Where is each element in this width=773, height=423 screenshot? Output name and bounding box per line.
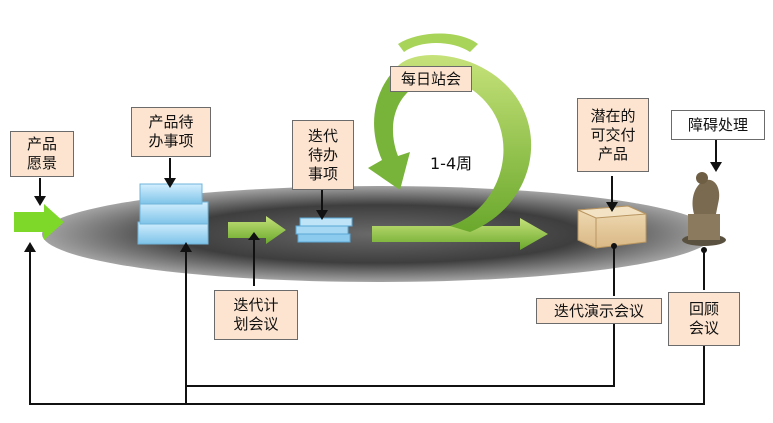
connector-markers <box>24 162 722 253</box>
daily-standup-label: 每日站会 <box>390 66 472 92</box>
vision-arrow-icon <box>14 204 64 240</box>
impediment-handling-label: 障碍处理 <box>671 110 765 140</box>
sprint-backlog-stack-icon <box>295 217 353 243</box>
thinker-statue-icon <box>682 172 726 246</box>
connector-lines <box>29 140 717 405</box>
cycle-length-label: 1-4周 <box>430 154 473 173</box>
iteration-loop-arrow-icon <box>368 33 548 250</box>
retrospective-label: 回顾 会议 <box>668 292 740 346</box>
potentially-shippable-label: 潜在的 可交付 产品 <box>577 98 649 172</box>
product-backlog-label: 产品待 办事项 <box>131 107 211 157</box>
sprint-planning-label: 迭代计 划会议 <box>214 290 298 340</box>
cardboard-box-icon <box>577 205 647 249</box>
product-backlog-stack-icon <box>137 183 209 245</box>
sprint-backlog-label: 迭代 待办 事项 <box>292 120 354 190</box>
sprint-review-label: 迭代演示会议 <box>536 298 662 324</box>
planning-arrow-icon <box>228 216 286 244</box>
product-vision-label: 产品 愿景 <box>10 131 74 177</box>
